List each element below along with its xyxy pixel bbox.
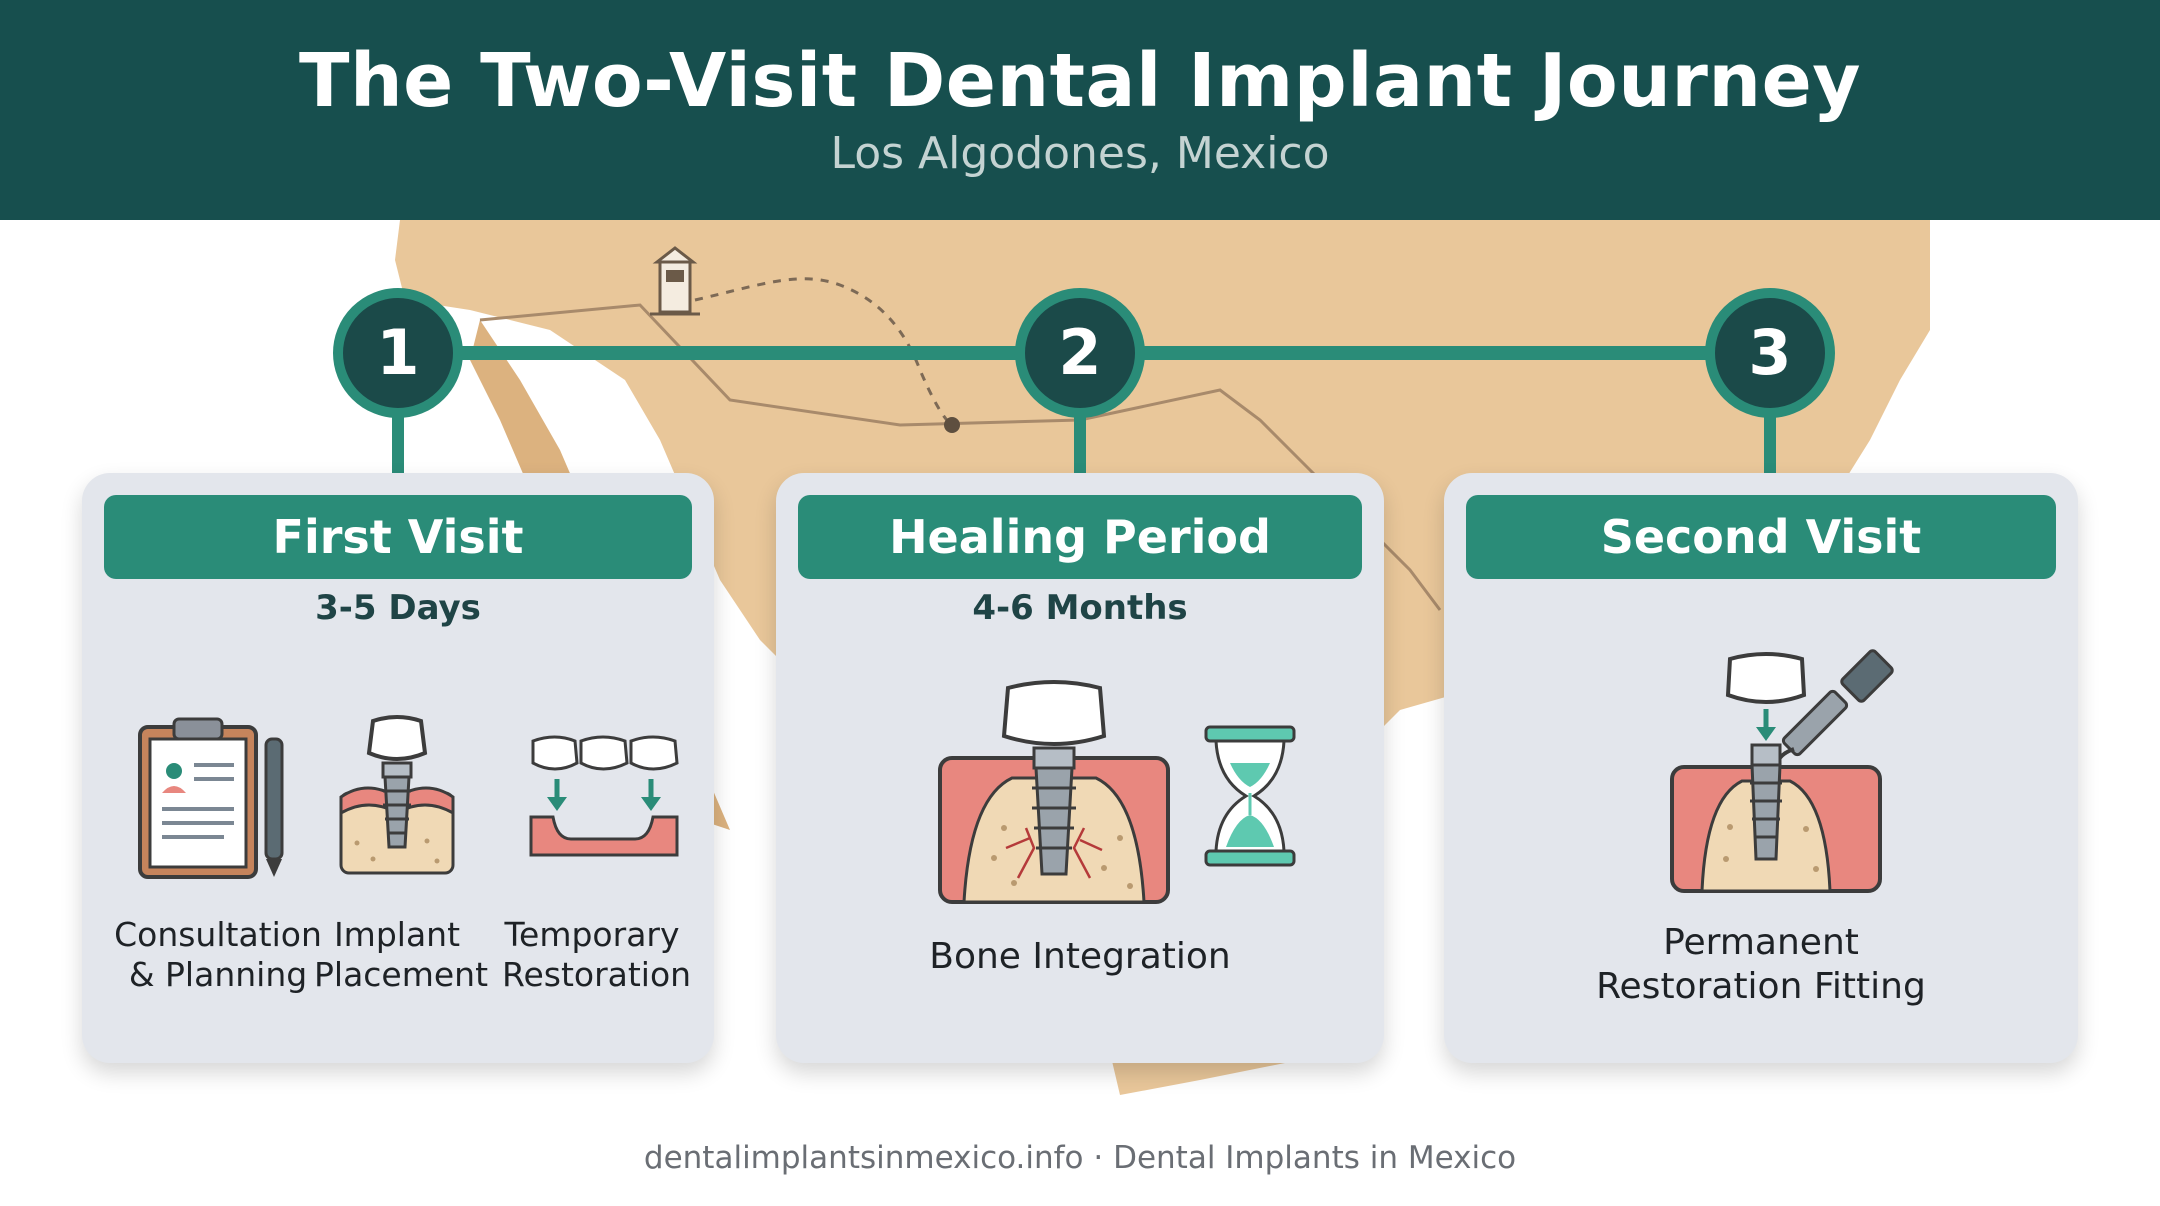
step-circle-2 xyxy=(1015,288,1145,418)
item-label-line: Implant xyxy=(333,915,461,954)
implant-icon xyxy=(339,715,455,875)
crown-fitting-icon xyxy=(1670,649,1894,893)
item-label-line: & Planning xyxy=(128,955,308,994)
hourglass-icon xyxy=(1204,725,1296,867)
step-circle-1 xyxy=(333,288,463,418)
border-tower-icon xyxy=(650,246,700,316)
item-label-permanent-restoration: Permanent Restoration Fitting xyxy=(1444,921,2078,1009)
card-first-visit: First Visit 3-5 Days xyxy=(82,473,714,1063)
bone-integration-icon xyxy=(938,680,1170,904)
clipboard-icon xyxy=(138,717,284,879)
item-label-temporary: Temporary Restoration xyxy=(502,915,692,995)
card-title: Second Visit xyxy=(1466,495,2056,579)
item-label-consultation: Consultation & Planning xyxy=(102,915,334,995)
item-label-line: Restoration Fitting xyxy=(1596,966,1926,1007)
page-title: The Two-Visit Dental Implant Journey xyxy=(299,38,1861,124)
card-second-visit: Second Visit Permanent Restoration Fitti… xyxy=(1444,473,2078,1063)
item-label-implant: Implant Placement xyxy=(314,915,489,995)
item-label-line: Placement xyxy=(314,955,489,994)
location-dot xyxy=(944,417,960,433)
timeline xyxy=(333,288,1835,473)
card-title: First Visit xyxy=(104,495,692,579)
card-healing-period: Healing Period 4-6 Months Bone Integrati… xyxy=(776,473,1384,1063)
item-label-bone-integration: Bone Integration xyxy=(929,936,1231,977)
step-number-1: 1 xyxy=(376,316,420,389)
item-label-line: Temporary xyxy=(504,915,680,954)
step-circle-3 xyxy=(1705,288,1835,418)
footer-credit: dentalimplantsinmexico.info · Dental Imp… xyxy=(643,1140,1517,1176)
header-banner: The Two-Visit Dental Implant Journey Los… xyxy=(0,0,2160,220)
card-duration: 4-6 Months xyxy=(972,588,1188,628)
step-number-2: 2 xyxy=(1058,316,1102,389)
temporary-bridge-icon xyxy=(529,735,679,857)
item-label-line: Permanent xyxy=(1663,922,1859,963)
step-number-3: 3 xyxy=(1748,316,1792,389)
item-label-line: Consultation xyxy=(114,915,322,954)
card-title: Healing Period xyxy=(798,495,1362,579)
page-subtitle: Los Algodones, Mexico xyxy=(830,128,1330,179)
card-duration: 3-5 Days xyxy=(315,588,481,628)
item-label-line: Restoration xyxy=(502,955,692,994)
